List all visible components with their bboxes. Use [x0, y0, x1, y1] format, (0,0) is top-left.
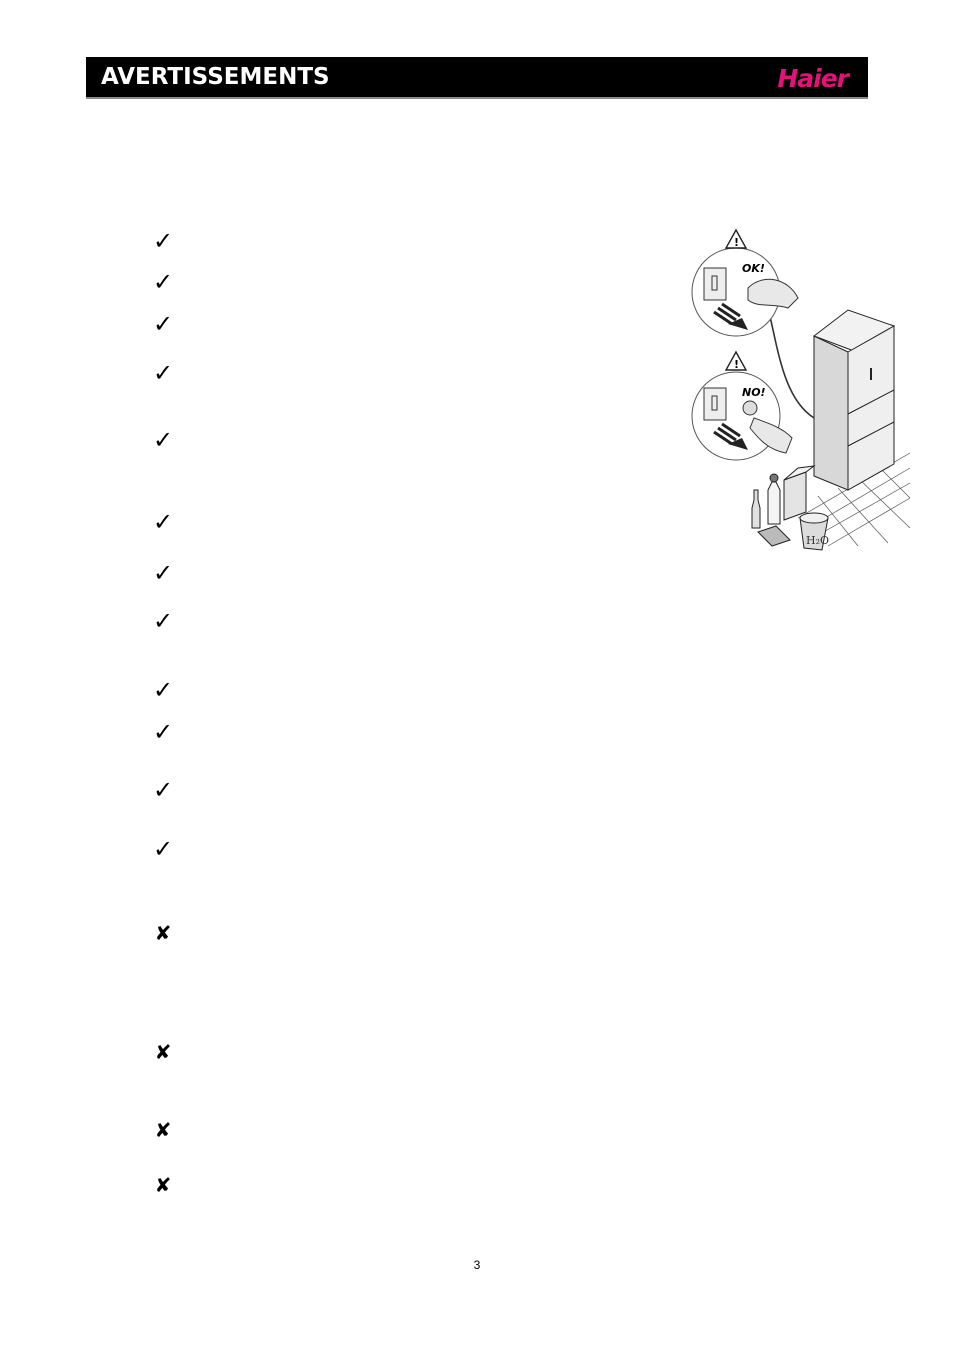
- section-header: AVERTISSEMENTS Haier: [86, 57, 868, 99]
- check-icon: ✓: [152, 776, 174, 804]
- warning-triangle-icon: !: [724, 228, 748, 249]
- check-icon: ✓: [152, 359, 174, 387]
- check-icon: ✓: [152, 718, 174, 746]
- section-title: AVERTISSEMENTS: [101, 64, 330, 90]
- check-icon: ✓: [152, 607, 174, 635]
- svg-text:!: !: [734, 236, 739, 249]
- check-icon: ✓: [152, 508, 174, 536]
- cross-icon: ✘: [154, 1040, 172, 1064]
- check-icon: ✓: [152, 835, 174, 863]
- check-icon: ✓: [152, 227, 174, 255]
- check-icon: ✓: [152, 676, 174, 704]
- ok-plug-circle: OK!: [691, 247, 799, 337]
- cross-icon: ✘: [154, 1118, 172, 1142]
- svg-text:!: !: [734, 358, 739, 371]
- cleaning-products-icon: [751, 465, 829, 551]
- ok-label: OK!: [742, 262, 765, 275]
- warning-triangle-icon: !: [724, 350, 748, 371]
- cross-icon: ✘: [154, 1173, 172, 1197]
- water-label: H₂O: [806, 534, 829, 547]
- check-icon: ✓: [152, 268, 174, 296]
- fridge-icon: [812, 309, 895, 491]
- fridge-safety-illustration: OK! ! NO! ! H₂O: [691, 228, 911, 551]
- page-number: 3: [473, 1258, 481, 1272]
- cross-icon: ✘: [154, 921, 172, 945]
- check-icon: ✓: [152, 310, 174, 338]
- floor-grid: [797, 452, 911, 547]
- check-icon: ✓: [152, 426, 174, 454]
- check-icon: ✓: [152, 559, 174, 587]
- no-label: NO!: [742, 386, 766, 399]
- power-cable: [767, 307, 815, 419]
- haier-logo: Haier: [777, 64, 849, 93]
- no-plug-circle: NO!: [691, 371, 793, 461]
